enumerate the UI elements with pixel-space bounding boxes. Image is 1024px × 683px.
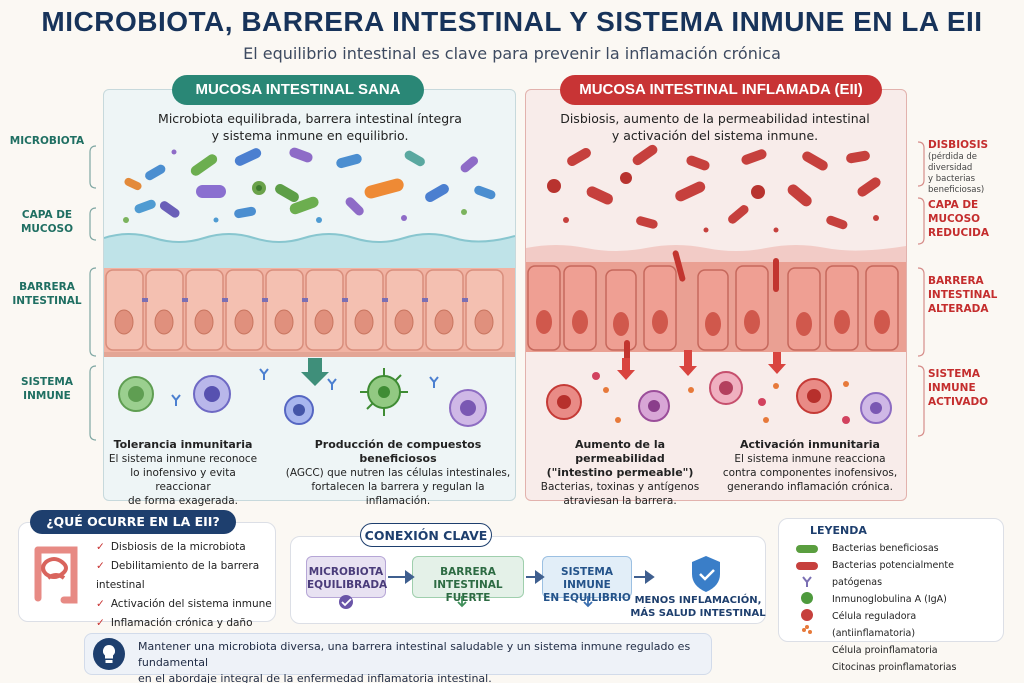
legend-item: Bacterias beneficiosas (832, 543, 939, 554)
immune-cells-healthy (118, 368, 487, 427)
immune-cells-activated (546, 371, 892, 424)
inflamed-description: Disbiosis, aumento de la permeabilidad i… (560, 111, 870, 143)
connection-arrows (339, 556, 720, 609)
healthy-mucosa-tag: MUCOSA INTESTINAL SANA (172, 75, 424, 105)
legend-item: Célula proinflamatoria (832, 645, 938, 656)
healthy-mucosa-illustration (104, 147, 515, 427)
page-title: MICROBIOTA, BARRERA INTESTINAL Y SISTEMA… (41, 6, 983, 37)
connection-result: MENOS INFLAMACIÓN,MÁS SALUD INTESTINAL (630, 595, 766, 619)
iga-icon (802, 576, 812, 587)
caption-permeability: Aumento de la permeabilidad("intestino p… (540, 438, 700, 507)
pathogenic-bacteria-group (547, 144, 881, 233)
cytokines-icon (802, 628, 806, 632)
lightbulb-icon (93, 638, 125, 670)
legend-box (778, 518, 1004, 642)
footer-box (84, 633, 712, 675)
epithelial-cells-healthy (104, 268, 515, 357)
legend-title: LEYENDA (810, 524, 867, 537)
inflamed-mucosa-illustration (526, 144, 906, 424)
side-brackets-left (89, 145, 97, 441)
beneficial-bacteria-icon (796, 545, 818, 553)
inflammation-arrows (617, 350, 786, 380)
proinflammatory-cell-icon (801, 609, 813, 621)
check-icon: ✓ (96, 541, 105, 553)
side-brackets-right (917, 141, 925, 437)
legend-item: Inmunoglobulina A (IgA) (832, 594, 947, 605)
legend-item: Citocinas proinflamatorias (832, 662, 957, 673)
what-happens-list: ✓Disbiosis de la microbiota ✓Debilitamie… (96, 538, 274, 652)
side-label-microbiota: MICROBIOTA (9, 135, 85, 147)
inflamed-mucosa-tag: MUCOSA INTESTINAL INFLAMADA (EII) (560, 75, 882, 105)
legend-item: Bacterias potencialmente patógenas (832, 560, 954, 588)
epithelial-cells-inflamed (526, 250, 906, 368)
check-icon: ✓ (96, 560, 105, 572)
caption-beneficial-compounds: Producción de compuestos beneficiosos(AG… (285, 438, 511, 507)
list-item: ✓Activación del sistema inmune (96, 598, 272, 610)
intestine-icon (34, 546, 78, 604)
key-connection-title: CONEXIÓN CLAVE (360, 523, 492, 547)
page-subtitle: El equilibrio intestinal es clave para p… (243, 44, 781, 63)
check-icon: ✓ (96, 617, 105, 629)
legend-icons (796, 545, 818, 634)
legend-list: Bacterias beneficiosas Bacterias potenci… (832, 540, 1002, 676)
beneficial-bacteria-group (123, 147, 496, 223)
regulatory-cell-icon (801, 592, 813, 604)
list-item: ✓Disbiosis de la microbiota (96, 541, 246, 553)
list-item: ✓Debilitamiento de la barrera intestinal (96, 560, 260, 591)
what-happens-title: ¿QUÉ OCURRE EN LA EII? (30, 510, 236, 534)
check-icon: ✓ (96, 598, 105, 610)
footer-text: Mantener una microbiota diversa, una bar… (138, 640, 691, 683)
healthy-description: Microbiota equilibrada, barrera intestin… (158, 111, 462, 143)
legend-item: Célula reguladora (antiinflamatoria) (832, 611, 917, 639)
pathogenic-bacteria-icon (796, 562, 818, 570)
what-happens-box (18, 522, 276, 622)
